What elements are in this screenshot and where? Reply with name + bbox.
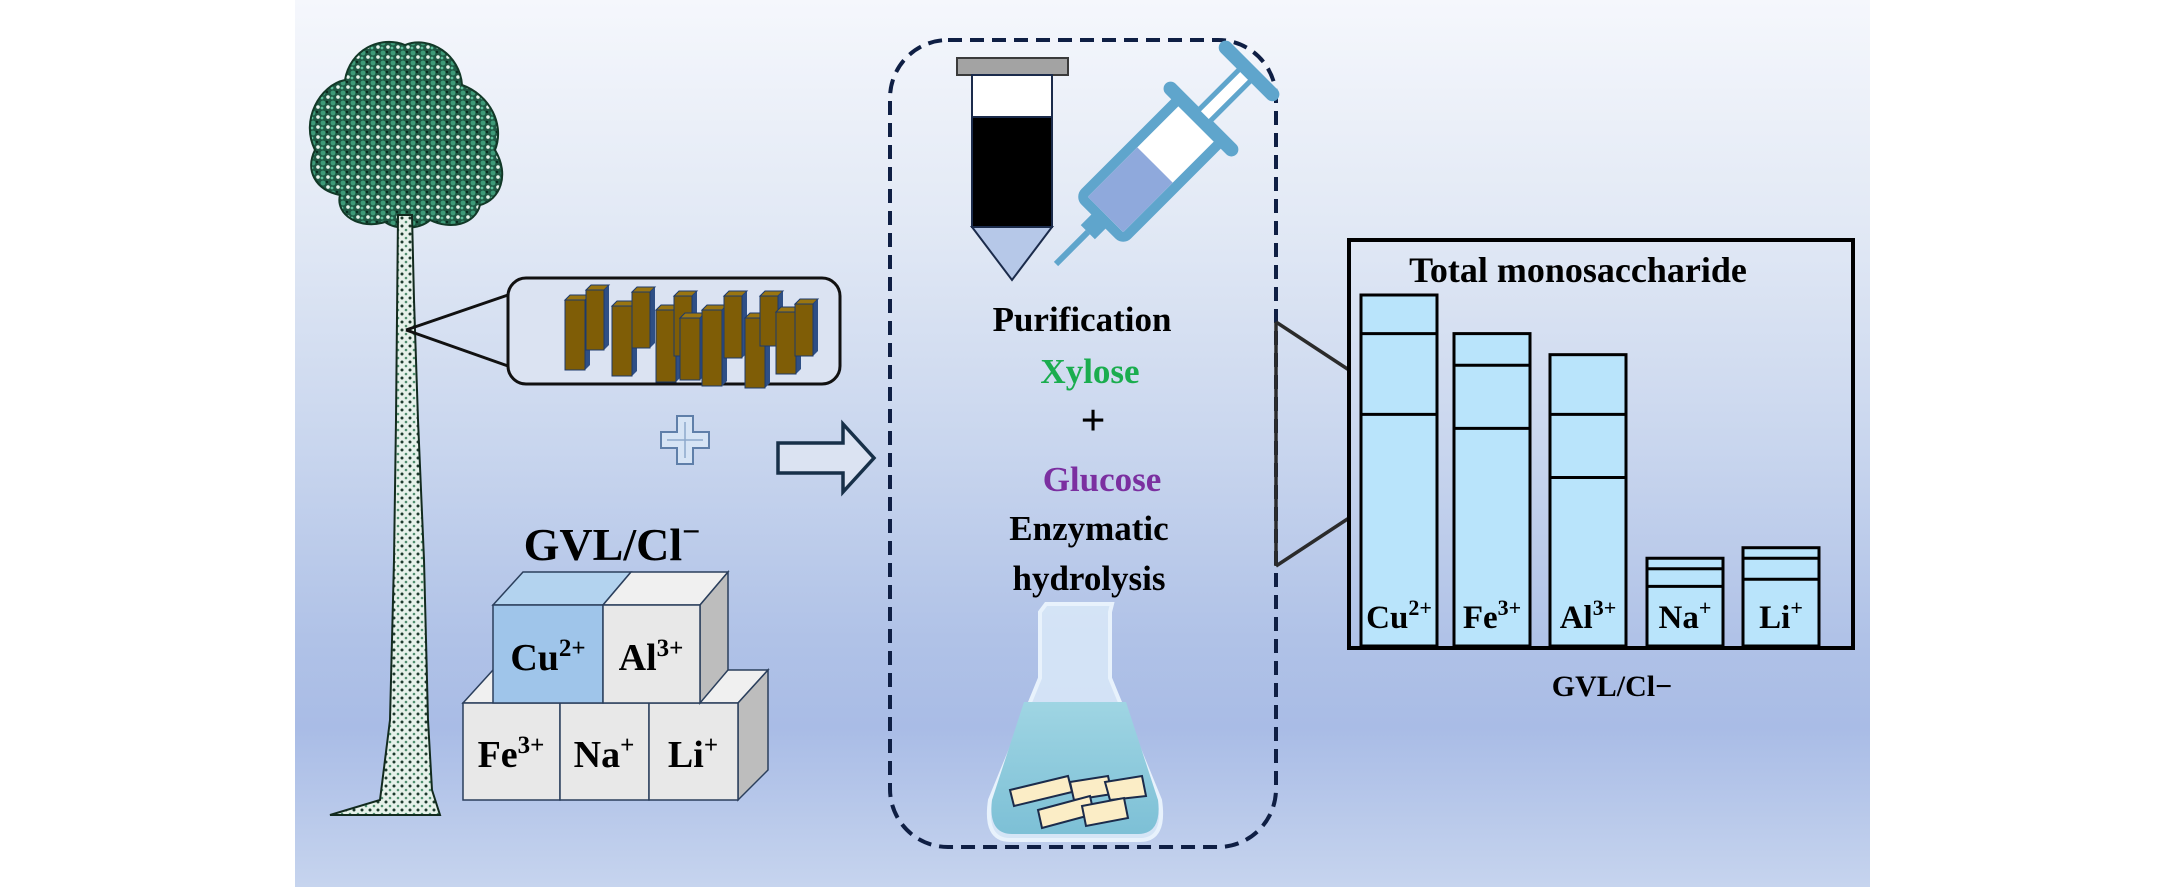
cube-cu [492,604,604,704]
cube-label-li: Li+ [668,732,718,776]
wood-chips-icon [1008,774,1148,830]
xtick-label-li: Li+ [1759,595,1803,636]
xylose-label: Xylose [1040,352,1139,391]
bar-al [1548,353,1628,648]
syringe-icon [1053,40,1280,267]
wood-fiber-side [813,299,818,356]
wood-fiber-side [604,285,609,350]
tree-icon [308,40,504,816]
wood-fiber-face [794,303,814,357]
xtick-label-cu: Cu2+ [1366,595,1432,636]
wood-fiber-icon [563,284,820,389]
bar-fe [1452,332,1532,648]
cube-al [602,604,701,704]
wood-fiber-side [650,287,655,348]
hydrolysis-label: hydrolysis [1012,559,1165,598]
chart-callout [1274,320,1350,568]
wood-fiber-face [631,291,651,349]
bar-cu [1359,293,1439,648]
wood-fiber-face [701,309,723,387]
wood-fiber-face [679,317,701,381]
right-arrow-icon [776,419,877,497]
centrifuge-tube-icon [956,57,1069,282]
cube-label-fe: Fe3+ [478,732,545,776]
solvent-label: GVL/Cl− [524,513,701,570]
glucose-label: Glucose [1043,460,1162,499]
bar-na [1645,556,1725,648]
flask-icon [987,602,1163,842]
monosaccharide-chart: Total monosaccharide Cu2+Fe3+Al3+Na+Li+ … [1347,238,1855,703]
ion-cube-stack: Cu2+ Al3+ Fe3+ Na+ Li+ [461,569,770,802]
plus-icon [660,415,710,465]
xtick-label-al: Al3+ [1560,595,1617,636]
cube-label-na: Na+ [574,732,635,776]
wood-fiber-face [585,289,605,351]
chart-title: Total monosaccharide [1409,250,1747,290]
purification-label: Purification [993,300,1172,339]
xtick-label-na: Na+ [1659,595,1712,636]
plus-label: + [1080,396,1105,445]
chart-frame [1347,238,1855,650]
cube-label-al: Al3+ [619,635,684,679]
cube-fe [462,702,561,801]
wood-fiber-face [655,309,677,383]
chart-xlabel: GVL/Cl− [1552,670,1672,703]
wood-fiber-face [723,295,743,359]
wood-fiber-face [759,295,779,347]
bar-li [1741,546,1821,648]
enzymatic-label: Enzymatic [1009,509,1168,548]
wood-fiber-face [775,311,797,375]
xtick-label-fe: Fe3+ [1463,595,1521,636]
cube-label-cu: Cu2+ [510,635,585,679]
wood-fiber-face [564,299,586,371]
wood-fiber-face [611,305,633,377]
cube-li [648,702,739,801]
